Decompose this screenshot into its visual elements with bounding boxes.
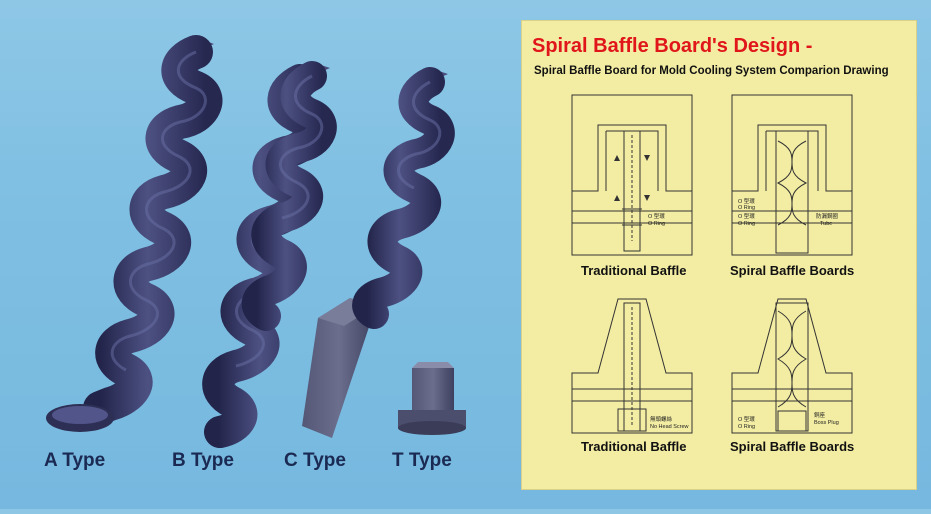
- traditional-baffle-diagram-top: O 型環 O Ring: [571, 94, 693, 256]
- boss-plug-callout: Boss Plug: [814, 420, 839, 426]
- boss-plug-cn-callout: 銅座: [814, 411, 826, 419]
- tube-cn-callout: 防漏鋼圈: [816, 212, 839, 220]
- t-type-spiral: [352, 67, 466, 435]
- o-ring-callout: O Ring: [648, 221, 665, 227]
- traditional-baffle-diagram-bottom: 無頭螺絲 No Head Screw: [571, 298, 693, 434]
- no-head-screw-cn-callout: 無頭螺絲: [650, 415, 673, 423]
- b-type-label: B Type: [172, 450, 234, 471]
- caption-traditional-baffle-bottom: Traditional Baffle: [581, 439, 687, 454]
- panel-subtitle: Spiral Baffle Board for Mold Cooling Sys…: [534, 65, 889, 77]
- o-ring-cn-callout: O 型環: [648, 212, 665, 220]
- tube-callout: Tube: [820, 221, 832, 227]
- caption-traditional-baffle-top: Traditional Baffle: [581, 263, 687, 278]
- no-head-screw-callout: No Head Screw: [650, 424, 689, 430]
- o-ring-cn-callout-4: O 型環: [738, 415, 755, 423]
- comparison-panel: Spiral Baffle Board's Design - Spiral Ba…: [521, 20, 917, 490]
- a-type-spiral: [46, 35, 223, 432]
- a-type-label: A Type: [44, 450, 106, 471]
- c-type-spiral: [241, 61, 376, 438]
- caption-spiral-baffle-top: Spiral Baffle Boards: [730, 263, 855, 278]
- t-type-label: T Type: [392, 450, 452, 471]
- product-showcase: A Type B Type C Type T Type: [44, 35, 466, 471]
- o-ring-callout-3: O Ring: [738, 221, 755, 227]
- spiral-baffle-diagram-bottom: O 型環 O Ring 銅座 Boss Plug: [731, 298, 853, 434]
- panel-title: Spiral Baffle Board's Design -: [532, 35, 813, 57]
- o-ring-cn-callout-2: O 型環: [738, 197, 755, 205]
- spiral-baffle-diagram-top: O 型環 O Ring O 型環 O Ring 防漏鋼圈 Tube: [731, 94, 853, 256]
- caption-spiral-baffle-bottom: Spiral Baffle Boards: [730, 439, 855, 454]
- c-type-label: C Type: [284, 450, 346, 471]
- spiral-baffles-illustration: [46, 35, 466, 448]
- o-ring-cn-callout-3: O 型環: [738, 212, 755, 220]
- o-ring-callout-2: O Ring: [738, 205, 755, 211]
- o-ring-callout-4: O Ring: [738, 424, 755, 430]
